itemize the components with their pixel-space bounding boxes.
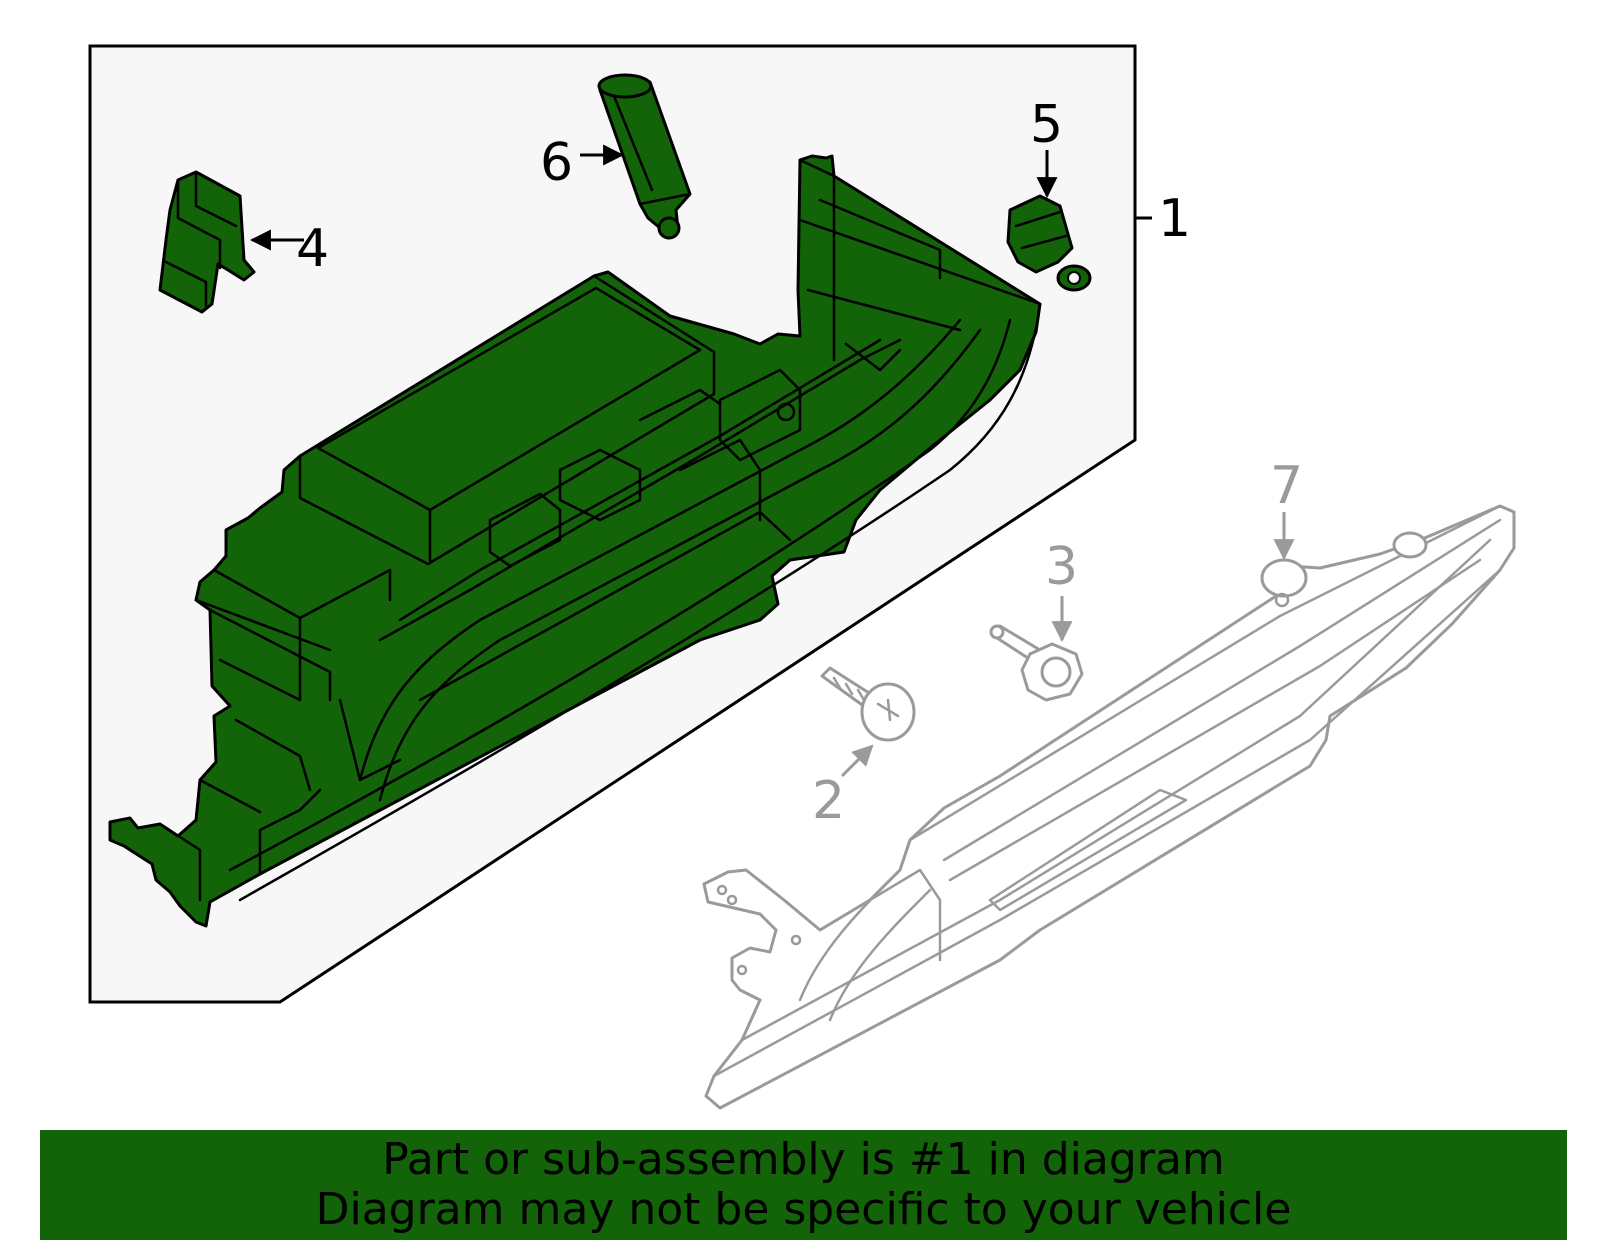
callout-3: 3	[1045, 537, 1078, 597]
info-banner: Part or sub-assembly is #1 in diagram Di…	[40, 1130, 1567, 1240]
callout-4: 4	[296, 219, 329, 279]
callout-leaders	[249, 144, 1295, 778]
part-1-glove-box[interactable]	[108, 154, 1042, 928]
callout-2: 2	[812, 771, 845, 831]
part-7-trim-panel[interactable]	[702, 504, 1516, 1110]
part-5-bumper[interactable]	[1006, 194, 1092, 292]
part-2-screw[interactable]	[820, 666, 916, 742]
part-6-damper[interactable]	[597, 73, 692, 240]
banner-line-1: Part or sub-assembly is #1 in diagram	[382, 1134, 1225, 1185]
callout-1: 1	[1158, 189, 1191, 249]
callout-5: 5	[1030, 95, 1063, 155]
callout-6: 6	[540, 133, 573, 193]
part-3-bolt[interactable]	[989, 624, 1084, 702]
banner-background	[40, 1130, 1567, 1240]
callout-7: 7	[1270, 456, 1303, 516]
banner-line-2: Diagram may not be specific to your vehi…	[315, 1184, 1292, 1235]
part-4-bracket[interactable]	[158, 170, 256, 314]
